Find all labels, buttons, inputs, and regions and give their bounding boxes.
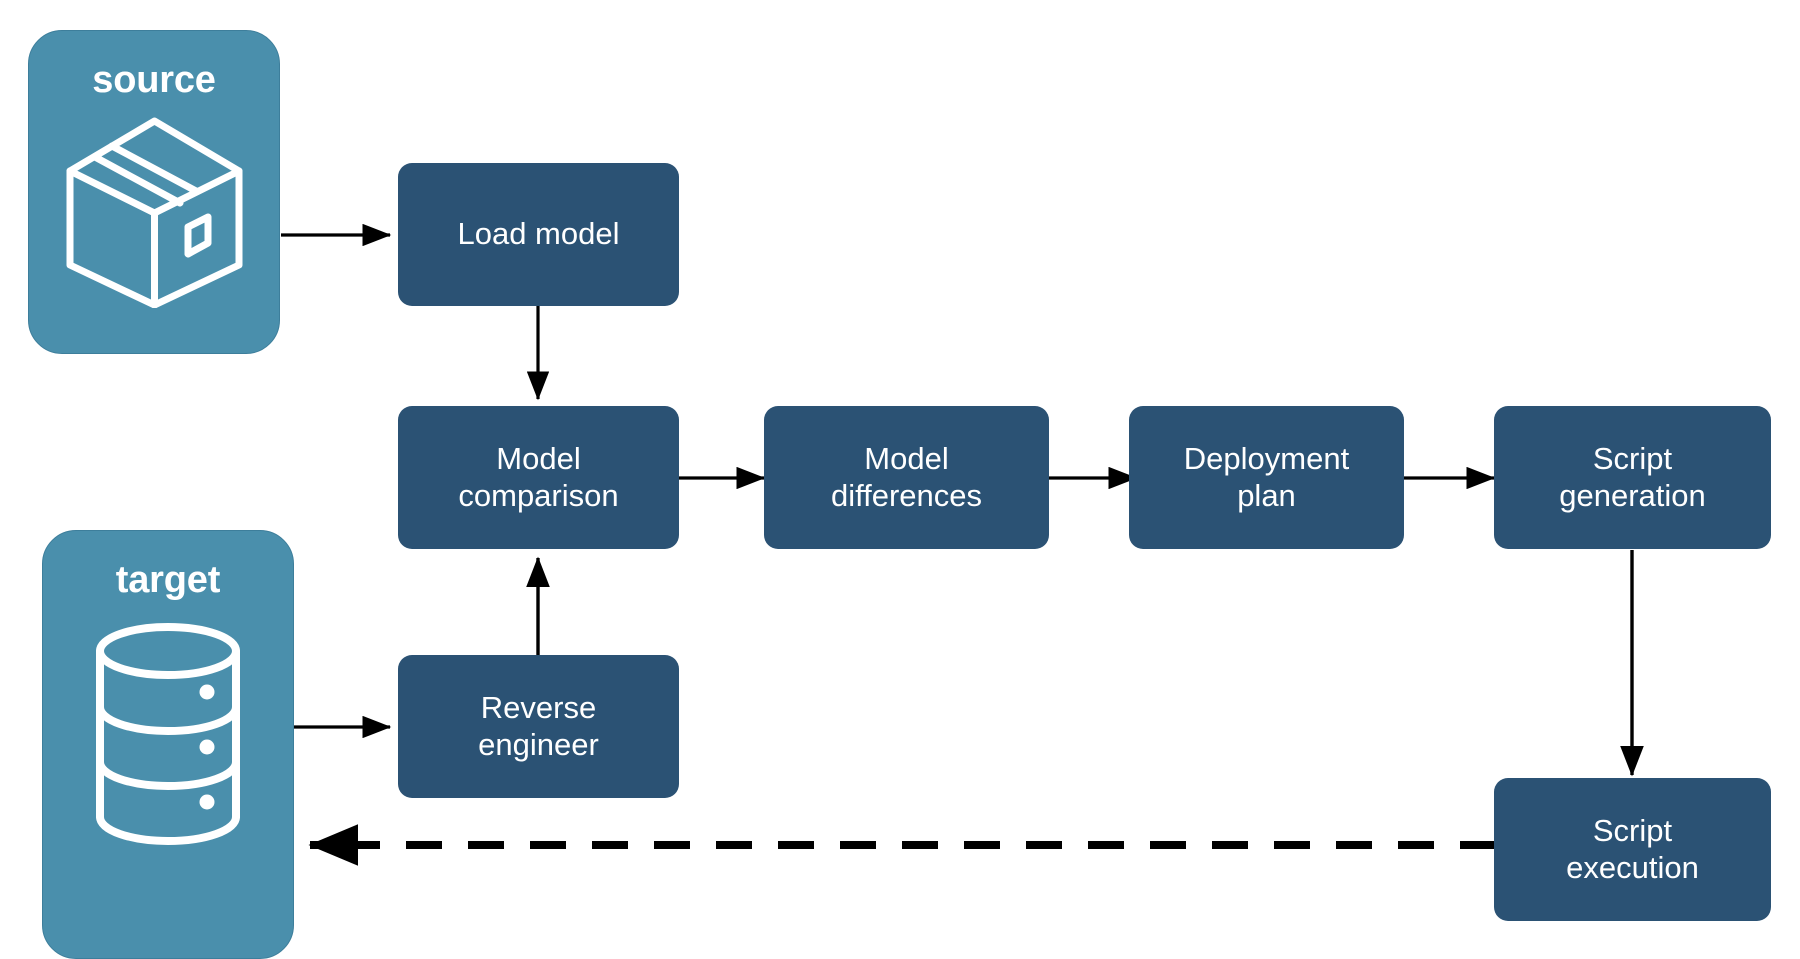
endpoint-source-label: source bbox=[92, 59, 216, 101]
process-script-generation[interactable]: Script generation bbox=[1494, 406, 1771, 549]
process-deployment-plan[interactable]: Deployment plan bbox=[1129, 406, 1404, 549]
process-model-differences[interactable]: Model differences bbox=[764, 406, 1049, 549]
process-load-model[interactable]: Load model bbox=[398, 163, 679, 306]
process-script-generation-label: Script generation bbox=[1559, 440, 1706, 513]
process-model-comparison[interactable]: Model comparison bbox=[398, 406, 679, 549]
database-cylinder-icon bbox=[88, 619, 248, 854]
endpoint-target-label: target bbox=[115, 559, 221, 601]
process-deployment-plan-label: Deployment plan bbox=[1183, 440, 1350, 513]
endpoint-target[interactable]: target bbox=[42, 530, 294, 959]
process-load-model-label: Load model bbox=[457, 216, 620, 252]
process-script-execution-label: Script execution bbox=[1566, 812, 1699, 885]
process-model-comparison-label: Model comparison bbox=[458, 440, 619, 513]
process-reverse-engineer-label: Reverse engineer bbox=[478, 689, 599, 762]
process-model-differences-label: Model differences bbox=[830, 440, 983, 513]
process-script-execution[interactable]: Script execution bbox=[1494, 778, 1771, 921]
process-reverse-engineer[interactable]: Reverse engineer bbox=[398, 655, 679, 798]
endpoint-source[interactable]: source bbox=[28, 30, 280, 354]
package-box-icon bbox=[62, 113, 247, 313]
